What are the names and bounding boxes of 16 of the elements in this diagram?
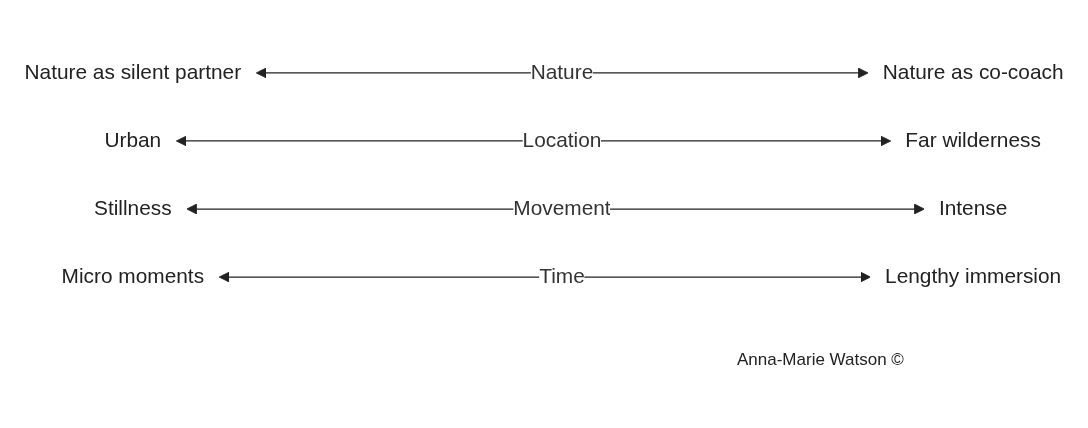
arrow xyxy=(175,135,892,147)
edge-label: Time xyxy=(539,265,585,289)
node-text: Intense xyxy=(938,197,1008,221)
edge-label: Movement xyxy=(513,197,611,221)
edge-label: Nature xyxy=(530,60,594,85)
edge-label: Location xyxy=(522,129,602,153)
node-text: Nature as silent partner xyxy=(24,60,242,85)
node-text: Micro moments xyxy=(61,265,205,289)
arrow xyxy=(255,67,869,79)
node-text: Nature as co-coach xyxy=(882,60,1064,85)
node-text: Stillness xyxy=(94,197,172,221)
node-text: Urban xyxy=(104,129,162,153)
node-text: Lengthy immersion xyxy=(885,265,1062,289)
note-text: Anna-Marie Watson © xyxy=(737,350,904,370)
node-text: Far wilderness xyxy=(905,129,1041,153)
arrow xyxy=(218,271,871,283)
